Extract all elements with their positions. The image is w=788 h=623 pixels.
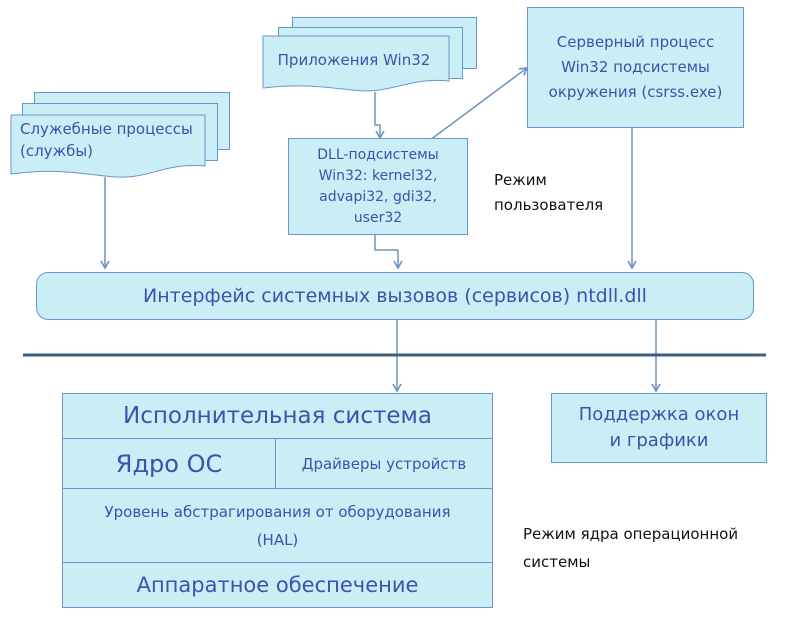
services-box (10, 114, 206, 178)
hal-box: Уровень абстрагирования от оборудования … (62, 488, 493, 563)
syscall-interface-box: Интерфейс системных вызовов (сервисов) n… (36, 272, 754, 320)
windowing-graphics-box: Поддержка окон и графики (551, 393, 767, 463)
server-process-box: Серверный процесс Win32 подсистемы окруж… (527, 7, 744, 128)
arrow-dlls-to-interface (374, 235, 403, 270)
hardware-box: Аппаратное обеспечение (62, 562, 493, 608)
win32-apps-label: Приложения Win32 (277, 51, 431, 69)
executive-box: Исполнительная система (62, 393, 493, 439)
arrow-apps-to-dlls (374, 92, 385, 140)
user-mode-label: Режим пользователя (494, 171, 604, 214)
device-drivers-box: Драйверы устройств (275, 438, 493, 489)
kernel-box: Ядро ОС (62, 438, 276, 489)
subsystem-dlls-box: DLL-подсистемы Win32: kernel32, advapi32… (288, 138, 468, 235)
arrow-dlls-to-server (429, 67, 529, 141)
kernel-mode-label: Режим ядра операционной системы (523, 525, 739, 571)
services-label: Служебные процессы (службы) (20, 120, 193, 160)
win32-apps-box (262, 35, 450, 92)
